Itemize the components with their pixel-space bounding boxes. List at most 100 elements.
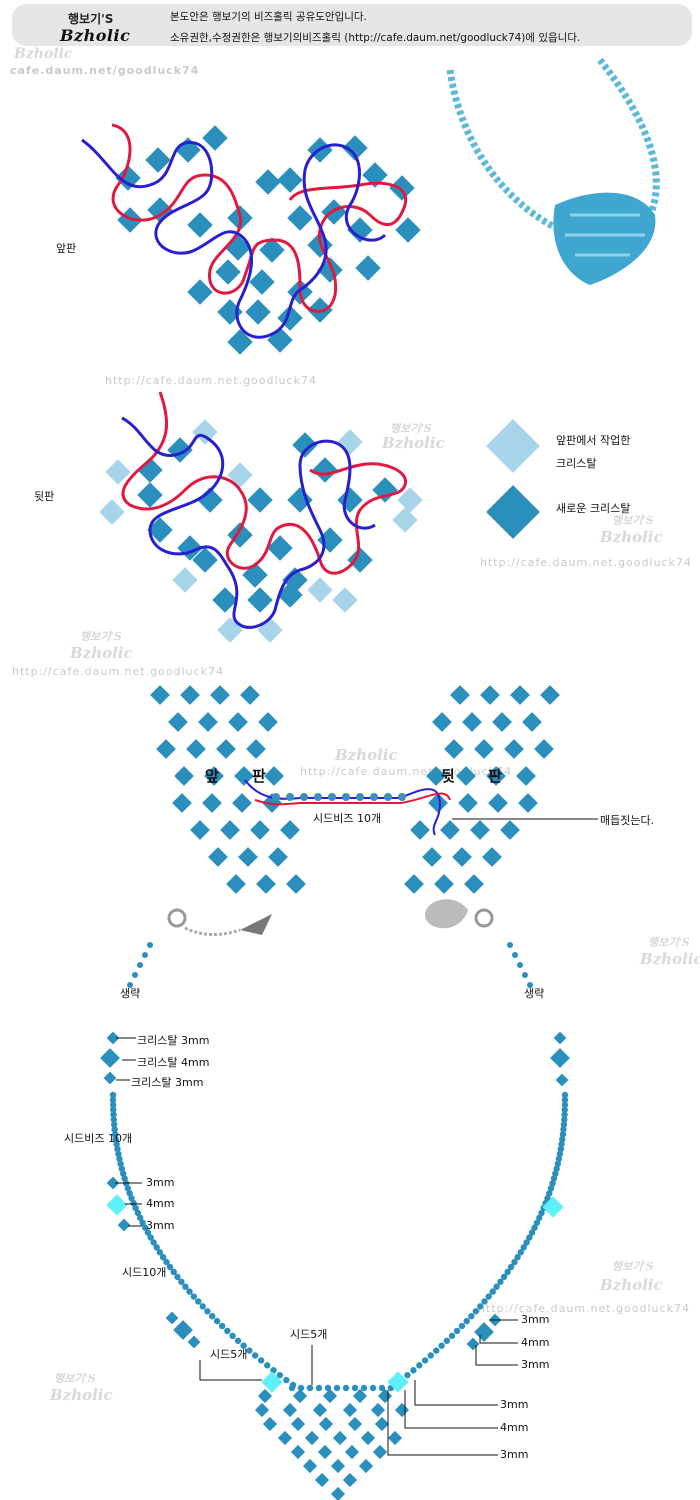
strand-bead-left (134, 1209, 142, 1217)
strand-bead-left (109, 1101, 117, 1109)
strand-bead-right (468, 1312, 475, 1320)
assembly-crystal-back (492, 712, 512, 732)
strand-bead-left (178, 1278, 185, 1285)
assembly-crystal-front (238, 847, 258, 867)
strand-bead-right (500, 1273, 508, 1281)
pendant-crystal (332, 1430, 348, 1446)
strand-bead-left (113, 1140, 120, 1148)
strand-bead-right (561, 1101, 569, 1109)
front-panel-label: 앞판 (56, 242, 77, 255)
strand-bead-bottom (360, 1384, 368, 1392)
header-notice-line2: 소유권한,수정권한은 행보기의비즈홀릭 (http://cafe.daum.ne… (170, 32, 581, 44)
assembly-crystal-back (452, 847, 472, 867)
label-right-3mm-a: 3mm (521, 1313, 550, 1326)
strand-bead-right (560, 1126, 567, 1133)
seed-bead (370, 793, 378, 801)
header-notice-line1: 본도안은 행보기의 비즈홀릭 공유도안입니다. (170, 11, 367, 23)
back-crystal-new (347, 547, 373, 573)
strand-bead-right (511, 1258, 518, 1266)
assembly-crystal-back (504, 739, 524, 759)
pendant-crystal (314, 1472, 330, 1488)
assembly-seed10-label: 시드비즈 10개 (313, 812, 382, 825)
strand-bead-top-left (142, 952, 148, 958)
pendant-crystal (290, 1444, 306, 1460)
crystal-3mm (466, 1337, 480, 1351)
strand-bead-left (159, 1254, 167, 1261)
strand-bead-left (153, 1244, 160, 1251)
legend-new-label: 새로운 크리스탈 (556, 502, 631, 515)
strand-bead-right (504, 1268, 511, 1276)
strand-bead-left (110, 1111, 117, 1118)
strand-bead-left (117, 1160, 124, 1168)
strand-bead-left (246, 1347, 253, 1354)
assembly-crystal-back (470, 820, 490, 840)
seed-beads-10 (272, 793, 406, 801)
header-banner: 행보기'S Bzholic 본도안은 행보기의 비즈홀릭 공유도안입니다. 소유… (12, 4, 692, 46)
watermark-brand: Bzholic (600, 528, 663, 546)
assembly-crystal-back (522, 712, 542, 732)
assembly-crystal-back (500, 820, 520, 840)
assembly-crystal-front (264, 766, 284, 786)
strand-bead-left (264, 1362, 271, 1369)
omit-right-label: 생략 (524, 987, 545, 1000)
strand-bead-left (251, 1352, 259, 1359)
pendant-crystal (347, 1416, 363, 1432)
assembly-front-label: 앞 판 (205, 767, 280, 785)
strand-bead-left (114, 1145, 121, 1153)
back-crystal-new (337, 487, 363, 513)
strand-bead-bottom (369, 1384, 377, 1392)
assembly-crystal-back (450, 685, 470, 705)
strand-bead-left (213, 1317, 221, 1325)
assembly-crystal-back (516, 766, 536, 786)
strand-bead-right (559, 1131, 567, 1138)
pointer-lines (115, 1037, 518, 1456)
strand-bead-right (485, 1293, 492, 1300)
pendant-crystal (312, 1402, 328, 1418)
assembly-crystal-back (534, 739, 554, 759)
assembly-crystal-front (202, 793, 222, 813)
assembly-red-thread (254, 792, 451, 806)
strand-bead-right (497, 1278, 504, 1285)
front-crystal (355, 255, 381, 281)
label-bottom-4mm: 4mm (500, 1421, 529, 1434)
strand-bead-left (142, 1224, 149, 1231)
strand-bead-left (110, 1106, 117, 1113)
assembly-crystal-front (232, 793, 252, 813)
crystal-4mm (173, 1320, 193, 1340)
assembly-crystal-back (444, 739, 464, 759)
strand-bead-top-left (137, 962, 143, 968)
lobster-clasp (425, 899, 468, 929)
strand-bead-right (477, 1303, 484, 1310)
assembly-back-label: 뒷 판 (441, 767, 516, 785)
strand-bead-right (546, 1190, 553, 1197)
pendant-crystal (352, 1388, 368, 1404)
strand-bead-right (410, 1367, 417, 1374)
pendant-crystal (318, 1416, 334, 1432)
back-crystal-new (287, 487, 313, 513)
left-tag (240, 914, 272, 935)
strand-bead-bottom (333, 1384, 341, 1392)
strand-bead-left (115, 1150, 122, 1158)
strand-bead-top-right (517, 962, 523, 968)
assembly-crystal-back (474, 739, 494, 759)
front-blue-thread (81, 138, 387, 339)
strand-bead-right (552, 1170, 559, 1177)
label-crystal-3mm-a: 크리스탈 3mm (137, 1034, 210, 1047)
assembly-crystal-back (434, 874, 454, 894)
strand-bead-right (472, 1308, 480, 1315)
back-crystal-new (247, 487, 273, 513)
front-crystal (245, 299, 271, 325)
assembly-crystal-front (250, 820, 270, 840)
seed-bead (342, 793, 350, 801)
strand-bead-right (463, 1317, 470, 1325)
strand-bead-bottom (342, 1384, 350, 1392)
assembly-crystal-front (228, 712, 248, 732)
pendant-crystals (254, 1388, 410, 1500)
front-crystal (215, 259, 241, 285)
strand-bead-left (166, 1263, 174, 1271)
front-crystal (187, 279, 213, 305)
strand-bead-top-right (527, 982, 533, 988)
assembly-crystal-front (186, 739, 206, 759)
front-crystal (395, 217, 421, 243)
strand-bead-left (110, 1121, 118, 1128)
